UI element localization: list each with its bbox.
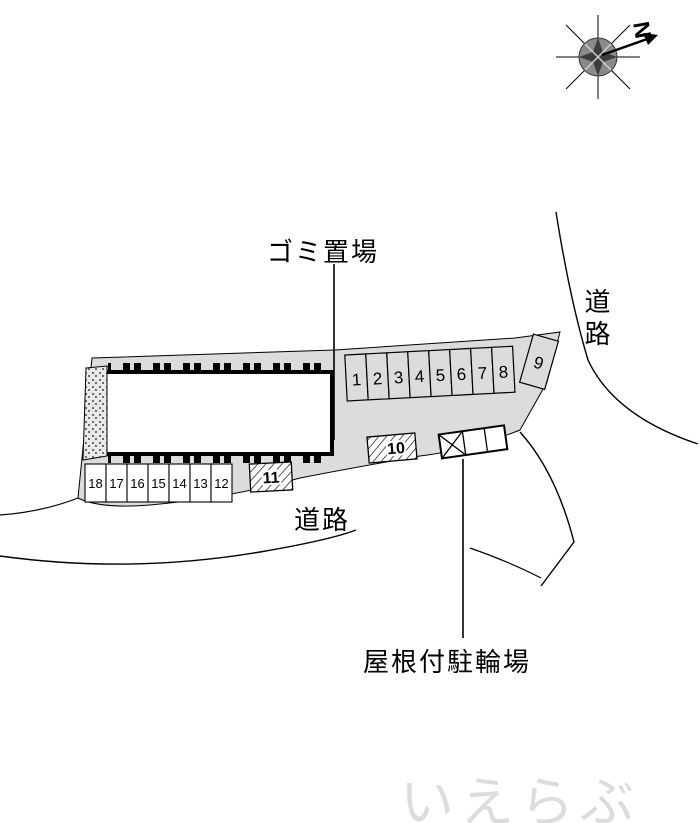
parking-stall-10: 10: [366, 432, 418, 464]
parking-stall-11: 11: [248, 461, 294, 493]
garbage-label: ゴミ置場: [267, 237, 380, 267]
stall-number: 4: [414, 367, 424, 386]
stall-number: 15: [151, 476, 165, 491]
parking-stall-9: 9: [518, 333, 560, 391]
stall-number: 17: [109, 476, 123, 491]
stall-number: 10: [387, 440, 406, 458]
stall-number: 7: [477, 364, 487, 383]
building-outline: [103, 370, 334, 456]
stall-number: 6: [456, 365, 466, 384]
building-balconies-bottom: [108, 454, 329, 463]
parking-row-bottom-numbers: 18 17 16 15 14 13 12: [88, 476, 228, 491]
road-edge-right: [555, 211, 699, 445]
stall-number: 8: [498, 363, 508, 382]
bicycle-parking-label: 屋根付駐輪場: [363, 647, 532, 677]
stall-number: 16: [130, 476, 144, 491]
stall-number: 3: [393, 368, 403, 387]
stall-number: 5: [435, 366, 445, 385]
compass: N: [556, 15, 658, 99]
road-label-right: 道路: [581, 288, 611, 352]
parking-row-bottom: [84, 463, 233, 503]
stall-number: 14: [172, 476, 186, 491]
stall-number: 1: [351, 370, 361, 389]
road-edge-bottom-left: [0, 529, 357, 565]
compass-arrowhead: [643, 33, 658, 45]
stall-number: 2: [372, 369, 382, 388]
compass-n-label: N: [628, 19, 656, 40]
parking-row-top: [344, 345, 516, 402]
stall-number: 11: [262, 470, 280, 488]
bicycle-shed: [437, 424, 509, 460]
stall-number: 12: [214, 476, 228, 491]
road-edge-bottom-right-2: [469, 547, 542, 579]
road-label-bottom: 道路: [294, 505, 351, 535]
parking-row-top-numbers: 1 2 3 4 5 6 7 8: [351, 363, 508, 390]
watermark: いえらぶ: [400, 773, 640, 823]
road-edge-bottom-right: [519, 431, 575, 587]
stall-number: 13: [193, 476, 207, 491]
road-edge-left: [0, 497, 79, 516]
stall-number: 18: [88, 476, 102, 491]
building-stair-area: [82, 365, 108, 461]
building-balconies-top: [108, 363, 329, 372]
